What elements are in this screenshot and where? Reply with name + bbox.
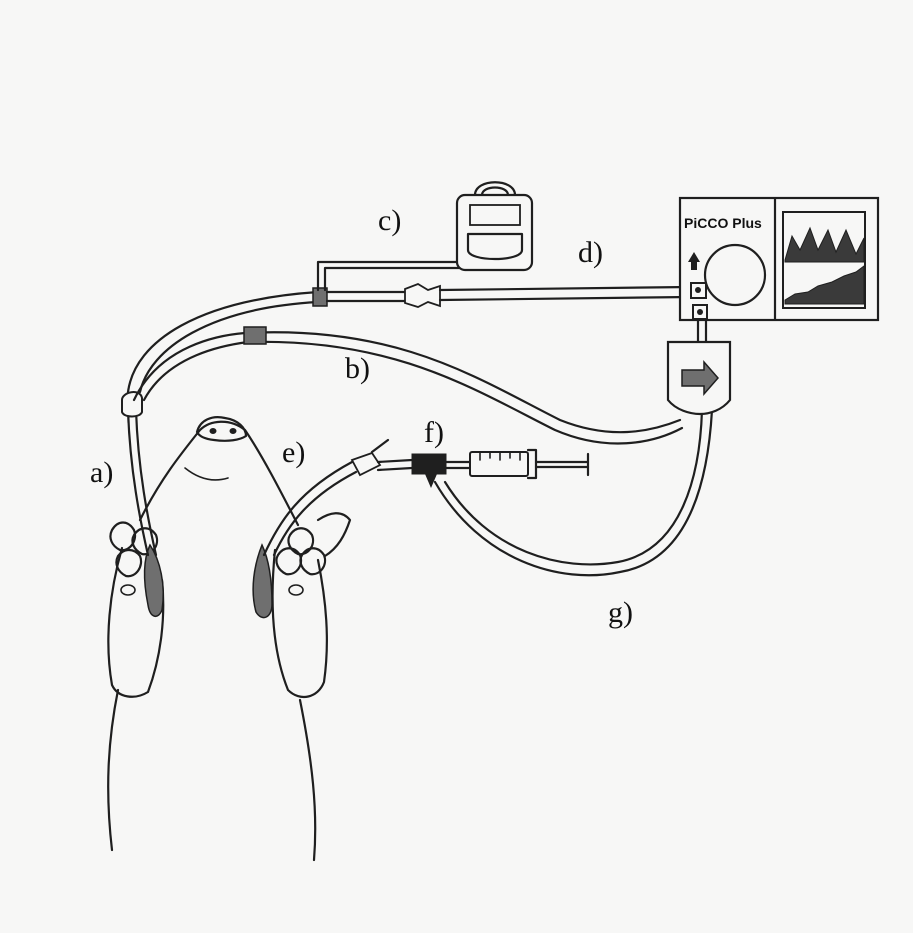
monitor-brand: PiCCO Plus — [684, 215, 762, 231]
label-f: f) — [424, 416, 444, 449]
line-e-to-f-bottom — [378, 468, 412, 470]
temperature-module — [668, 342, 730, 414]
line-b-clip — [244, 327, 266, 344]
rat-right-ear — [318, 513, 350, 556]
rat-nostril-left — [210, 428, 217, 434]
line-e-to-f — [378, 460, 412, 462]
rat-nostril-right — [230, 428, 237, 434]
flush-bag — [457, 182, 532, 270]
catheter-a-junction — [122, 392, 142, 416]
catheter-a-inner — [136, 410, 156, 555]
line-d-to-monitor-bottom — [440, 297, 690, 300]
label-b: b) — [345, 352, 370, 385]
line-g-outer — [435, 410, 712, 575]
line-upper-branch-b — [140, 302, 318, 392]
line-g-inner — [445, 410, 702, 564]
rat-head — [140, 422, 298, 525]
label-d: d) — [578, 236, 603, 269]
rat-body-right-outline — [300, 700, 315, 860]
rat-illustration — [108, 417, 350, 860]
picco-monitor: PiCCO Plus — [680, 198, 878, 320]
line-b-bottom — [144, 342, 682, 444]
rat-right-vessel-shading — [253, 545, 272, 618]
label-c: c) — [378, 204, 401, 237]
catheter-e-tail — [372, 440, 388, 452]
stopcock-connector — [405, 284, 440, 307]
rat-jaw-line — [185, 468, 228, 480]
syringe — [446, 450, 588, 478]
injection-port — [412, 454, 446, 474]
line-d-to-monitor-top — [440, 287, 690, 290]
label-g: g) — [608, 596, 633, 629]
label-e: e) — [282, 436, 305, 469]
label-a: a) — [90, 456, 113, 489]
rat-body-left-outline — [108, 690, 118, 850]
